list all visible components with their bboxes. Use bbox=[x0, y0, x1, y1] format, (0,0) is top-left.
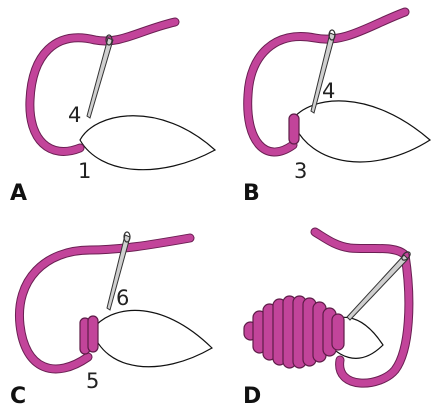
panel-label-b: B bbox=[243, 181, 260, 206]
needle-d bbox=[347, 255, 408, 320]
needle-a bbox=[87, 38, 113, 118]
panel-label-d: D bbox=[243, 384, 261, 409]
point-label-4: 4 bbox=[322, 79, 335, 103]
panel-b: 4 3 B bbox=[243, 12, 430, 206]
panel-label-a: A bbox=[10, 181, 27, 206]
panel-d: D bbox=[243, 232, 412, 409]
point-label-3: 3 bbox=[294, 159, 307, 183]
panel-c: 6 5 C bbox=[10, 232, 212, 409]
panel-a: 4 1 A bbox=[10, 22, 215, 206]
point-label-1: 1 bbox=[78, 159, 91, 183]
satin-fill-d bbox=[244, 296, 344, 368]
stitch-wrap-b bbox=[289, 114, 299, 144]
leaf-shape-c bbox=[92, 310, 212, 366]
point-label-5: 5 bbox=[86, 369, 99, 393]
stitch-wrap-c2 bbox=[88, 316, 98, 352]
panel-label-c: C bbox=[10, 384, 26, 409]
point-label-6: 6 bbox=[116, 286, 129, 310]
point-label-2: 4 bbox=[68, 103, 81, 127]
leaf-shape-a bbox=[80, 116, 215, 170]
